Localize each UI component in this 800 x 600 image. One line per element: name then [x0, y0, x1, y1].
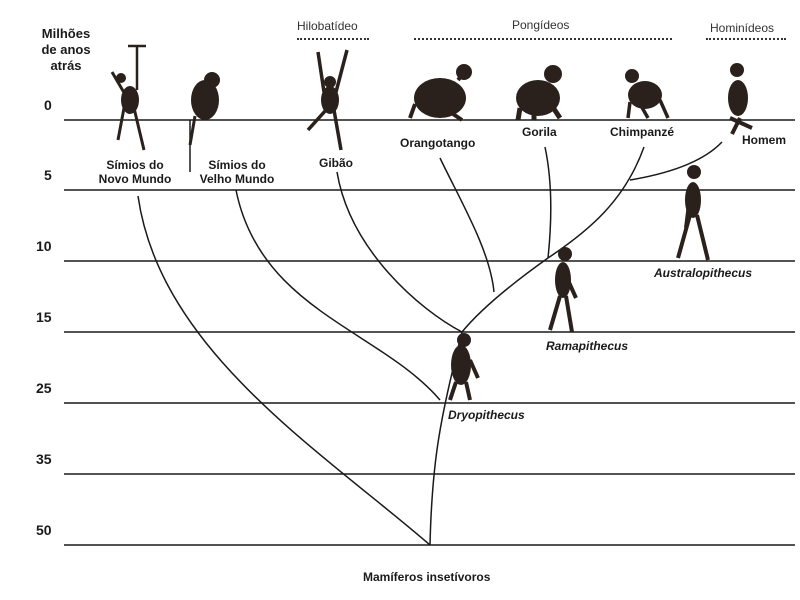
tick-label: 15	[36, 309, 52, 325]
taxon-label-human: Homem	[742, 133, 787, 147]
branch-orangutan	[439, 157, 495, 293]
tick-label: 10	[36, 238, 52, 254]
old-world-monkey-silhouette	[188, 72, 220, 146]
group-underline-hylobatid	[297, 38, 369, 40]
taxon-label-line: Novo Mundo	[98, 172, 172, 186]
tick-label: 50	[36, 522, 52, 538]
australopithecus-silhouette	[676, 165, 710, 261]
branch-great-apes	[461, 257, 549, 333]
tick-label: 35	[36, 451, 52, 467]
human-silhouette	[728, 63, 753, 135]
branch-gibbon	[336, 171, 463, 333]
branch-gorilla	[544, 146, 552, 259]
chimpanzee-silhouette	[625, 69, 670, 119]
root-label: Mamíferos insetívoros	[363, 570, 491, 584]
axis-title-line-1: Milhões	[41, 26, 91, 41]
group-underline-pongid	[414, 38, 672, 40]
group-label-hominid: Hominídeos	[710, 21, 775, 35]
taxon-label-orangutan: Orangotango	[400, 136, 476, 150]
branch-new-world-monkeys	[137, 195, 431, 546]
taxon-label-gibbon: Gibão	[319, 156, 354, 170]
ancestor-label-ramapithecus: Ramapithecus	[546, 339, 629, 353]
tick-label: 0	[44, 97, 52, 113]
branch-human	[629, 141, 723, 181]
axis-title: Milhões de anos atrás	[16, 26, 116, 74]
taxon-label-line: Símios do	[106, 158, 164, 172]
taxon-label-line: Símios do	[208, 158, 266, 172]
ancestor-label-dryopithecus: Dryopithecus	[448, 408, 525, 422]
branch-old-world-monkeys	[235, 189, 441, 401]
group-label-hylobatid: Hilobatídeo	[297, 19, 358, 33]
taxon-label-chimpanzee: Chimpanzé	[610, 125, 675, 139]
taxon-label-gorilla: Gorila	[522, 125, 557, 139]
tick-label: 25	[36, 380, 52, 396]
axis-title-line-3: atrás	[50, 58, 82, 73]
group-underline-hominid	[706, 38, 786, 40]
axis-title-line-2: de anos	[41, 42, 91, 57]
taxon-label-line: Velho Mundo	[199, 172, 275, 186]
ramapithecus-silhouette	[548, 247, 578, 333]
branch-chimpanzee	[547, 146, 645, 259]
gibbon-silhouette	[306, 49, 349, 151]
orangutan-silhouette	[408, 64, 472, 122]
tick-label: 5	[44, 167, 52, 183]
ancestor-label-australopithecus: Australopithecus	[654, 266, 753, 280]
new-world-monkey-silhouette	[110, 44, 146, 151]
group-label-pongid: Pongídeos	[512, 18, 570, 32]
taxon-label-old-world-monkeys: Símios do Velho Mundo	[192, 158, 282, 186]
dryopithecus-silhouette	[448, 333, 480, 401]
gorilla-silhouette	[515, 65, 563, 121]
taxon-label-new-world-monkeys: Símios do Novo Mundo	[90, 158, 180, 186]
